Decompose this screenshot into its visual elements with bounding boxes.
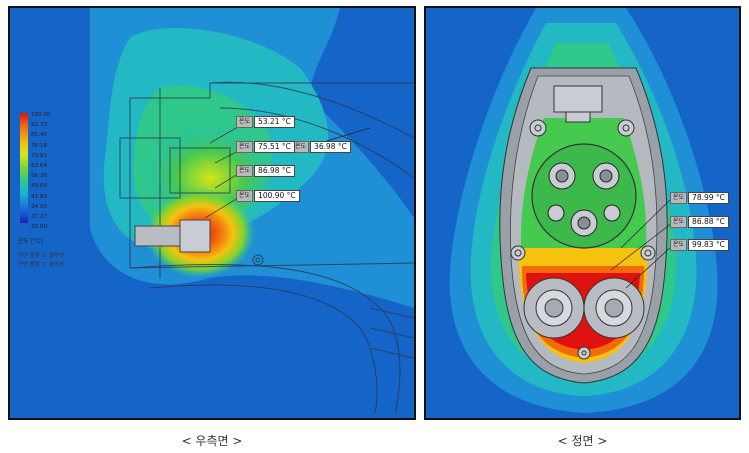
- probe-value: 99.83 °C: [688, 239, 729, 251]
- side-view-caption: < 우측면 >: [181, 434, 243, 448]
- scale-note: 단면 플롯 2: 솔루션 단면 플롯 2: 솔루션: [18, 252, 64, 270]
- probe-value: 53.21 °C: [254, 116, 295, 128]
- front-view-thermal-map: [449, 8, 718, 413]
- probe-tag: 온도: [670, 216, 688, 228]
- probe-label: 온도 86.98 °C: [236, 165, 295, 177]
- scale-tick: 56.36: [31, 173, 48, 180]
- color-scale-bar: [20, 113, 28, 223]
- scale-tick: 85.45: [31, 132, 48, 139]
- probe-label: 온도 100.90 °C: [236, 190, 300, 202]
- probe-value: 36.98 °C: [310, 141, 351, 153]
- probe-tag: 온도: [670, 239, 688, 251]
- side-view-thermal-map: [90, 8, 414, 414]
- scale-tick: 63.64: [31, 163, 48, 170]
- probe-value: 100.90 °C: [254, 190, 300, 202]
- probe-label: 온도 86.88 °C: [670, 216, 729, 228]
- probe-label: 온도 36.98 °C: [292, 141, 351, 153]
- scale-tick: 41.82: [31, 193, 48, 200]
- side-view-thermal-plot: 100.00 92.73 85.45 78.18 70.91 63.64 56.…: [8, 6, 416, 420]
- probe-tag: 온도: [670, 192, 688, 204]
- scale-unit-label: 온도 [°C]: [18, 238, 43, 245]
- scale-note-line: 단면 플롯 2: 솔루션: [18, 253, 65, 259]
- probe-tag: 온도: [236, 190, 254, 202]
- probe-value: 75.51 °C: [254, 141, 295, 153]
- scale-tick: 20.00: [31, 224, 48, 231]
- probe-tag: 온도: [236, 141, 254, 153]
- probe-value: 78.99 °C: [688, 192, 729, 204]
- scale-tick: 27.27: [31, 214, 48, 221]
- probe-tag: 온도: [236, 165, 254, 177]
- front-view-caption: < 정면 >: [557, 434, 608, 448]
- probe-label: 온도 75.51 °C: [236, 141, 295, 153]
- scale-tick: 78.18: [31, 142, 48, 149]
- probe-label: 온도 99.83 °C: [670, 239, 729, 251]
- scale-tick: 49.09: [31, 183, 48, 190]
- probe-label: 온도 78.99 °C: [670, 192, 729, 204]
- scale-tick: 100.00: [31, 112, 51, 118]
- scale-tick: 70.91: [31, 152, 48, 159]
- probe-value: 86.98 °C: [254, 165, 295, 177]
- color-scale-ticks: 100.00 92.73 85.45 78.18 70.91 63.64 56.…: [31, 110, 51, 232]
- probe-value: 86.88 °C: [688, 216, 729, 228]
- front-view-thermal-plot: 온도 78.99 °C 온도 86.88 °C 온도 99.83 °C: [424, 6, 741, 420]
- probe-tag: 온도: [236, 116, 254, 128]
- probe-label: 온도 53.21 °C: [236, 116, 295, 128]
- scale-tick: 34.55: [31, 203, 48, 210]
- scale-note-line: 단면 플롯 2: 솔루션: [18, 262, 65, 268]
- scale-tick: 92.73: [31, 122, 48, 129]
